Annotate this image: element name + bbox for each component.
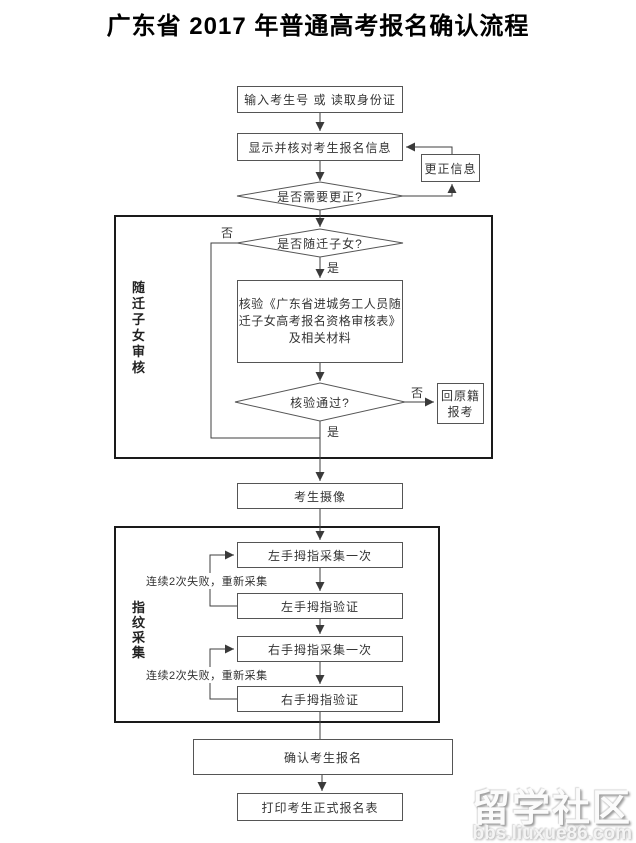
decision-need-correction-shape (236, 181, 404, 211)
return-origin-line-1: 回原籍 (440, 388, 480, 403)
left-thumb-verify-label: 左手拇指验证 (280, 599, 359, 614)
section-label-fingerprint: 指纹采集 (132, 600, 146, 660)
watermark-url: bbs.liuxue86.com (472, 823, 632, 843)
verify-form-line-3: 及相关材料 (288, 331, 352, 345)
step-right-thumb-verify: 右手拇指验证 (237, 686, 403, 712)
edge-label-pass-yes: 是 (327, 425, 340, 439)
return-origin-line-2: 报考 (447, 404, 474, 419)
step-confirm-registration: 确认考生报名 (193, 739, 453, 775)
decision-is-migrant-label: 是否随迁子女? (277, 237, 363, 251)
edge-label-pass-no: 否 (411, 386, 424, 400)
decision-need-correction-label: 是否需要更正? (277, 190, 363, 204)
edge-need-correction-to-correct-info (403, 184, 457, 197)
left-thumb-collect-label: 左手拇指采集一次 (267, 548, 372, 563)
edge-is-migrant-no-bypass (210, 242, 320, 439)
step-photo-label: 考生摄像 (293, 489, 346, 504)
watermark-logo: 留学社区 (471, 788, 632, 830)
watermark: 留学社区 bbs.liuxue86.com (472, 790, 632, 843)
edge-correct-info-to-display (406, 142, 453, 154)
step-input-candidate-id: 输入考生号 或 读取身份证 (237, 86, 403, 113)
decision-need-correction: 是否需要更正? (237, 183, 403, 210)
edge-label-migrant-yes: 是 (327, 261, 340, 275)
step-input-label: 输入考生号 或 读取身份证 (244, 93, 396, 107)
verify-form-line-2: 迁子女高考报名资格审核表》 (238, 314, 402, 328)
retry-label-left: 连续2次失败，重新采集 (144, 573, 270, 589)
decision-verify-pass-shape (234, 382, 406, 422)
step-left-thumb-collect: 左手拇指采集一次 (237, 542, 403, 568)
step-left-thumb-verify: 左手拇指验证 (237, 593, 403, 619)
decision-verify-pass-label: 核验通过? (290, 396, 350, 410)
decision-verify-pass: 核验通过? (237, 384, 403, 421)
step-correct-info-label: 更正信息 (424, 161, 477, 176)
section-label-migrant-review: 随迁子女审核 (132, 280, 146, 375)
step-display-label: 显示并核对考生报名信息 (248, 140, 392, 155)
step-candidate-photo: 考生摄像 (237, 483, 403, 509)
retry-label-right: 连续2次失败，重新采集 (144, 667, 270, 683)
step-return-origin: 回原籍 报考 (437, 383, 484, 424)
fingerprint-section-frame (114, 526, 440, 723)
edge-label-migrant-no: 否 (221, 226, 234, 240)
step-verify-migrant-form: 核验《广东省进城务工人员随 迁子女高考报名资格审核表》 及相关材料 (237, 280, 403, 363)
decision-is-migrant: 是否随迁子女? (237, 230, 403, 257)
print-label: 打印考生正式报名表 (261, 800, 379, 815)
verify-form-line-1: 核验《广东省进城务工人员随 (238, 297, 402, 311)
right-thumb-collect-label: 右手拇指采集一次 (267, 642, 372, 657)
step-correct-info: 更正信息 (421, 154, 480, 182)
page-title: 广东省 2017 年普通高考报名确认流程 (106, 13, 530, 40)
step-display-verify-info: 显示并核对考生报名信息 (237, 133, 403, 161)
decision-is-migrant-shape (236, 228, 404, 258)
step-right-thumb-collect: 右手拇指采集一次 (237, 636, 403, 662)
confirm-label: 确认考生报名 (283, 750, 362, 765)
right-thumb-verify-label: 右手拇指验证 (280, 692, 359, 707)
step-print-form: 打印考生正式报名表 (237, 793, 403, 821)
migrant-review-section-frame (114, 215, 493, 459)
